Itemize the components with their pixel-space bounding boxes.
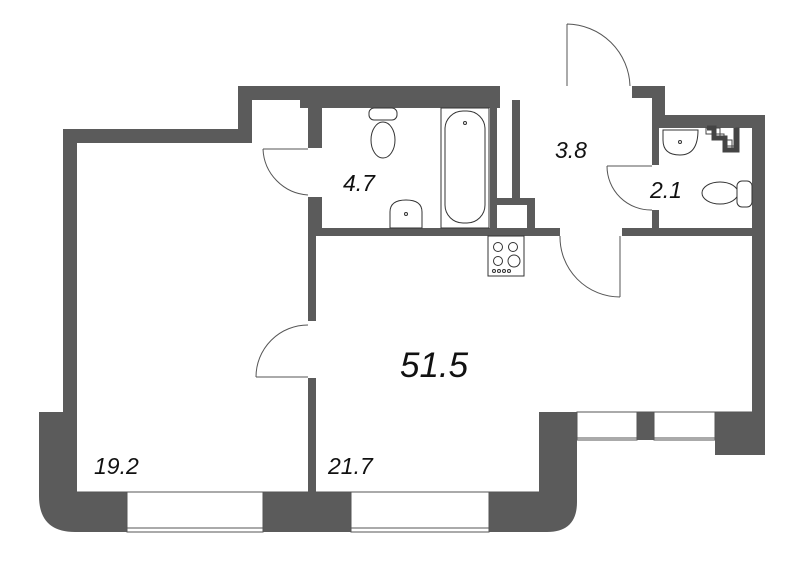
- room-area-bathroom: 4.7: [343, 170, 375, 196]
- total-area: 51.5: [400, 346, 469, 385]
- sink-icon: [389, 199, 423, 229]
- stove-icon: [487, 235, 525, 277]
- windows: [77, 411, 752, 533]
- room-area-bedroom: 19.2: [94, 453, 139, 479]
- interior-walls: [308, 100, 765, 492]
- toilet-icon: [701, 180, 753, 208]
- doors: [255, 23, 653, 378]
- fixtures: [368, 107, 753, 277]
- room-area-hallway: 3.8: [555, 137, 587, 163]
- walls: [39, 86, 765, 532]
- bathtub-icon: [440, 107, 490, 229]
- room-area-wc: 2.1: [650, 177, 682, 203]
- toilet-icon: [368, 107, 398, 159]
- sink-icon: [662, 129, 699, 156]
- room-area-living-kitchen: 21.7: [328, 453, 373, 479]
